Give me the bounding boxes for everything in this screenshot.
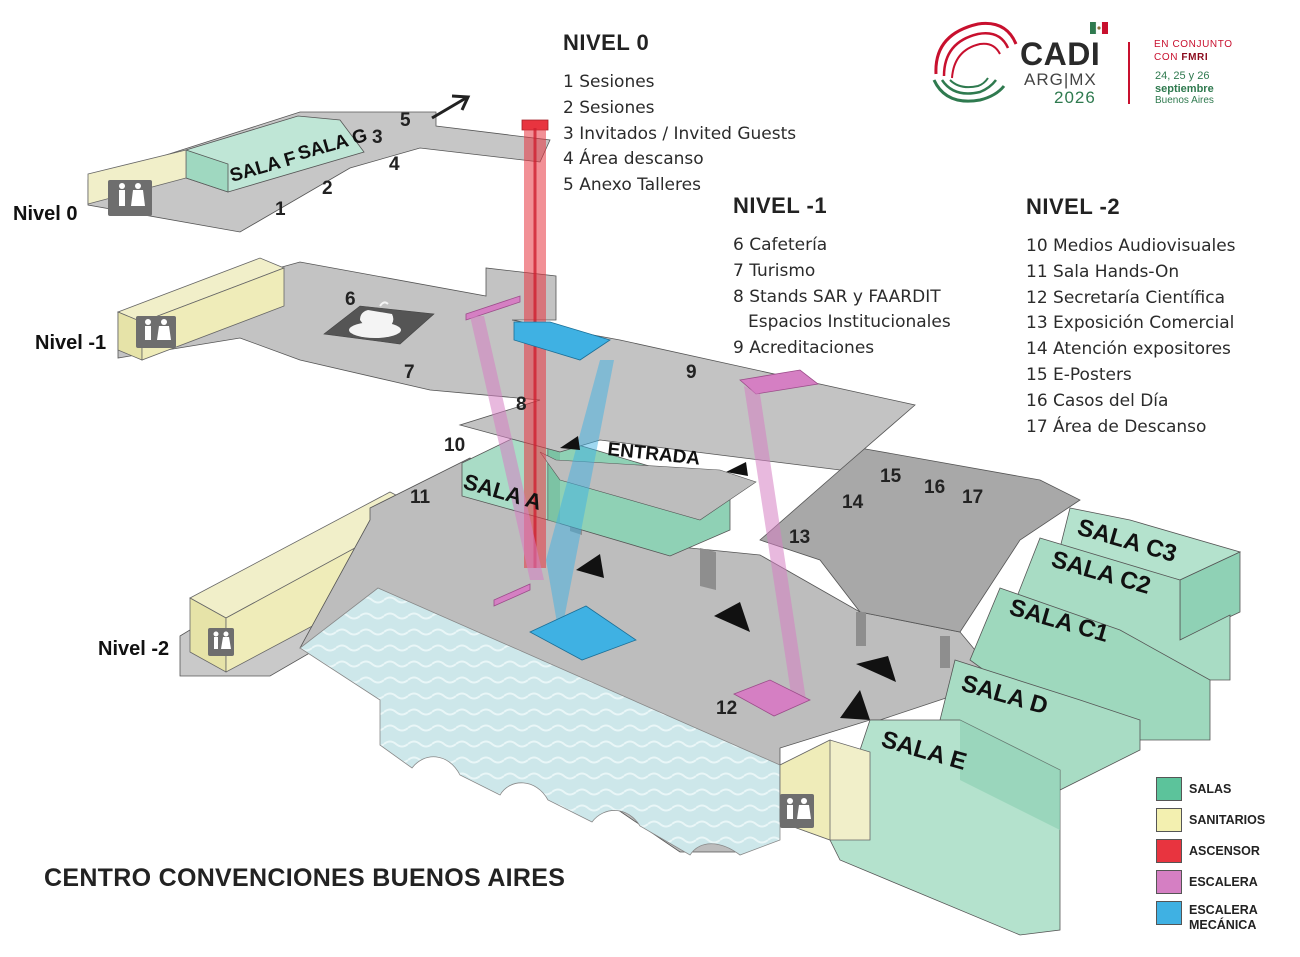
area-number-15: 15 [880,466,902,487]
list-item: 16 Casos del Día [1026,390,1169,411]
list-item: 7 Turismo [733,260,816,281]
list-item: 9 Acreditaciones [733,338,875,359]
floor-label-nivel-minus2: Nivel -2 [98,638,169,660]
area-number-10: 10 [444,435,465,456]
exit-arrow-icon [431,94,471,120]
legend-label: ESCALERA [1189,875,1258,889]
area-number-3: 3 [372,127,383,148]
stairs-right [733,369,819,717]
legend-swatch [1156,870,1182,894]
toilet-icon [208,628,234,656]
logo-divider [1128,42,1130,104]
legend-label: ESCALERA MECÁNICA [1189,903,1258,932]
level-minus1-heading: NIVEL -1 [733,193,828,218]
legend-item-escalera-mecanica: ESCALERA MECÁNICA [1156,899,1296,932]
list-item: 15 E-Posters [1026,364,1132,385]
list-item: 2 Sesiones [563,97,655,118]
legend-swatch [1156,839,1182,863]
list-item: 13 Exposición Comercial [1026,313,1235,334]
area-number-11: 11 [410,487,431,508]
list-item: 4 Área descanso [563,149,704,170]
escalator [513,321,637,661]
legend-swatch [1156,777,1182,801]
list-item: 1 Sesiones [563,72,655,92]
level-0-floor [87,111,551,233]
area-number-2: 2 [322,178,333,199]
level-minus2-list: NIVEL -2 10 Medios Audiovisuales 11 Sala… [1026,194,1236,440]
legend-label: ASCENSOR [1189,844,1260,858]
mexico-flag-icon [1090,22,1108,34]
coffee-icon [349,301,401,338]
area-number-14: 14 [842,492,864,513]
area-number-13: 13 [789,527,810,548]
list-item: 14 Atención expositores [1026,339,1231,360]
elevator-shaft [521,119,549,568]
level-minus1-list: NIVEL -1 6 Cafetería 7 Turismo 8 Stands … [733,193,951,362]
logo-subtitle: ARG|MX [1024,70,1097,89]
logo-conjunto-line1: EN CONJUNTO [1154,39,1233,50]
level-0-list: NIVEL 0 1 Sesiones 2 Sesiones 3 Invitado… [563,30,796,199]
legend-label: SALAS [1189,782,1232,796]
list-item: 12 Secretaría Científica [1026,287,1226,308]
legend-item-sanitarios: SANITARIOS [1156,806,1296,836]
area-number-16: 16 [924,477,945,498]
legend-item-ascensor: ASCENSOR [1156,837,1296,867]
area-number-8: 8 [516,394,527,415]
list-item: 6 Cafetería [733,235,828,255]
logo-conjunto-line2: CON FMRI [1154,52,1208,63]
area-number-5: 5 [400,110,411,131]
toilet-icon [780,794,814,828]
logo-conjunto-prefix: CON [1154,52,1179,63]
area-number-7: 7 [404,362,415,383]
area-number-12: 12 [716,698,737,719]
legend-item-escalera: ESCALERA [1156,868,1296,898]
toilet-icon [108,180,152,216]
area-number-9: 9 [686,362,697,383]
area-number-17: 17 [962,487,983,508]
logo-city: Buenos Aires [1155,95,1214,106]
logo-year: 2026 [1054,88,1096,107]
list-item: 3 Invitados / Invited Guests [563,123,797,144]
logo-month: septiembre [1155,83,1214,95]
logo-dates: 24, 25 y 26 [1155,70,1210,82]
area-number-4: 4 [389,154,400,175]
logo-conjunto-partner: FMRI [1181,52,1209,63]
list-item: 10 Medios Audiovisuales [1026,236,1236,256]
list-item: Espacios Institucionales [748,312,951,333]
direction-arrows [560,436,896,720]
level-minus1-floor [116,257,916,521]
stairs-left [465,295,544,607]
list-item: 11 Sala Hands-On [1026,261,1180,282]
list-item: 5 Anexo Talleres [563,175,701,196]
level-minus2-floor [179,447,1081,856]
salas-c-d-e-blocks [779,507,1242,936]
list-item: 8 Stands SAR y FAARDIT [733,286,941,307]
toilet-icon [136,316,176,348]
area-number-1: 1 [275,199,286,220]
floor-label-nivel-0: Nivel 0 [13,203,77,225]
cadi-logo: CADI ARG|MX 2026 EN CONJUNTO CON FMRI 24… [926,14,1246,110]
level-minus2-heading: NIVEL -2 [1026,194,1121,219]
legend-item-salas: SALAS [1156,775,1296,805]
list-item: 17 Área de Descanso [1026,416,1207,437]
venue-title: CENTRO CONVENCIONES BUENOS AIRES [44,864,566,892]
level-0-heading: NIVEL 0 [563,30,650,55]
logo-name: CADI [1020,36,1101,72]
legend-swatch [1156,901,1182,925]
floor-label-nivel-minus1: Nivel -1 [35,332,106,354]
area-number-6: 6 [345,289,356,310]
logo-swirl-icon [932,21,1018,103]
legend-swatch [1156,808,1182,832]
legend-label: SANITARIOS [1189,813,1266,827]
